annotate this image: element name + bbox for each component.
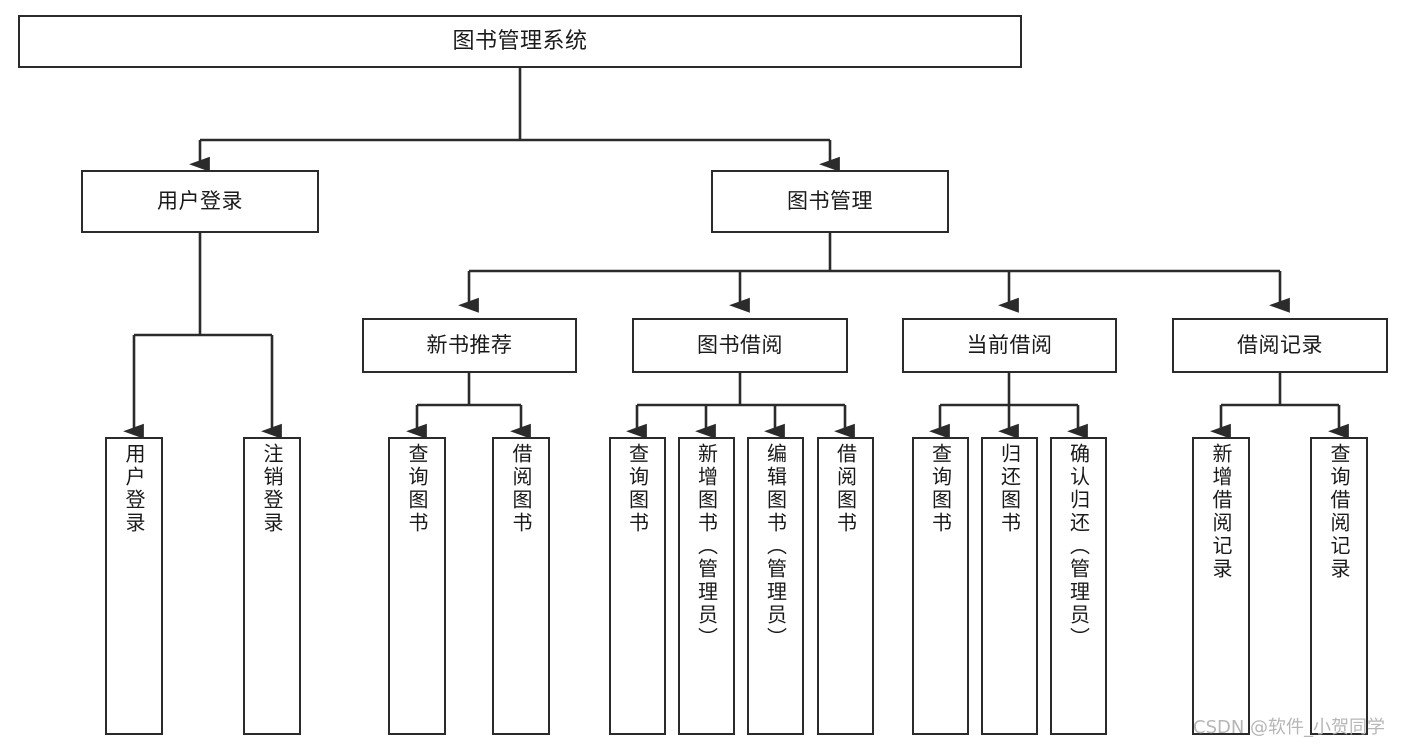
node-user-login[interactable]: 用户登录: [81, 170, 319, 233]
node-book-borrow[interactable]: 图书借阅: [632, 318, 848, 373]
node-leaf-query-book-3[interactable]: 查询图书: [912, 437, 969, 735]
node-leaf-add-record-label: 新增借阅记录: [1209, 443, 1233, 581]
node-leaf-add-book[interactable]: 新增图书（管理员）: [678, 437, 735, 735]
node-new-book-recommend-label: 新书推荐: [426, 333, 513, 358]
node-book-manage[interactable]: 图书管理: [711, 170, 949, 233]
node-leaf-user-login-label: 用户登录: [122, 443, 146, 535]
node-current-borrow[interactable]: 当前借阅: [902, 318, 1117, 373]
node-leaf-query-book-1-label: 查询图书: [405, 443, 429, 535]
node-leaf-edit-book-label: 编辑图书（管理员）: [763, 443, 788, 650]
node-leaf-query-book-2-label: 查询图书: [625, 443, 650, 535]
node-root[interactable]: 图书管理系统: [18, 15, 1022, 68]
node-leaf-borrow-book-1-label: 借阅图书: [509, 443, 533, 535]
node-book-borrow-label: 图书借阅: [697, 333, 783, 358]
node-leaf-query-record[interactable]: 查询借阅记录: [1310, 437, 1368, 735]
node-leaf-borrow-book-2-label: 借阅图书: [833, 443, 858, 535]
node-leaf-query-record-label: 查询借阅记录: [1327, 443, 1351, 581]
node-book-manage-label: 图书管理: [787, 189, 873, 214]
node-leaf-query-book-1[interactable]: 查询图书: [388, 437, 446, 735]
node-leaf-borrow-book-2[interactable]: 借阅图书: [817, 437, 874, 735]
node-new-book-recommend[interactable]: 新书推荐: [362, 318, 577, 373]
node-leaf-borrow-book-1[interactable]: 借阅图书: [492, 437, 550, 735]
node-borrow-record[interactable]: 借阅记录: [1172, 318, 1388, 373]
node-leaf-return-book-label: 归还图书: [997, 443, 1022, 535]
watermark-text: CSDN @软件_小贺同学: [1193, 717, 1386, 738]
node-leaf-query-book-2[interactable]: 查询图书: [609, 437, 666, 735]
node-leaf-user-logout[interactable]: 注销登录: [243, 437, 301, 735]
node-leaf-return-book[interactable]: 归还图书: [981, 437, 1038, 735]
node-leaf-confirm-return-label: 确认归还（管理员）: [1066, 443, 1091, 650]
node-borrow-record-label: 借阅记录: [1237, 333, 1323, 358]
node-leaf-user-login[interactable]: 用户登录: [105, 437, 163, 735]
node-leaf-confirm-return[interactable]: 确认归还（管理员）: [1050, 437, 1107, 735]
node-user-login-label: 用户登录: [157, 189, 243, 214]
node-leaf-add-record[interactable]: 新增借阅记录: [1192, 437, 1250, 735]
node-leaf-add-book-label: 新增图书（管理员）: [694, 443, 719, 650]
node-leaf-user-logout-label: 注销登录: [260, 443, 284, 535]
node-current-borrow-label: 当前借阅: [966, 333, 1053, 358]
node-leaf-edit-book[interactable]: 编辑图书（管理员）: [747, 437, 804, 735]
node-root-label: 图书管理系统: [452, 28, 588, 54]
node-leaf-query-book-3-label: 查询图书: [928, 443, 953, 535]
